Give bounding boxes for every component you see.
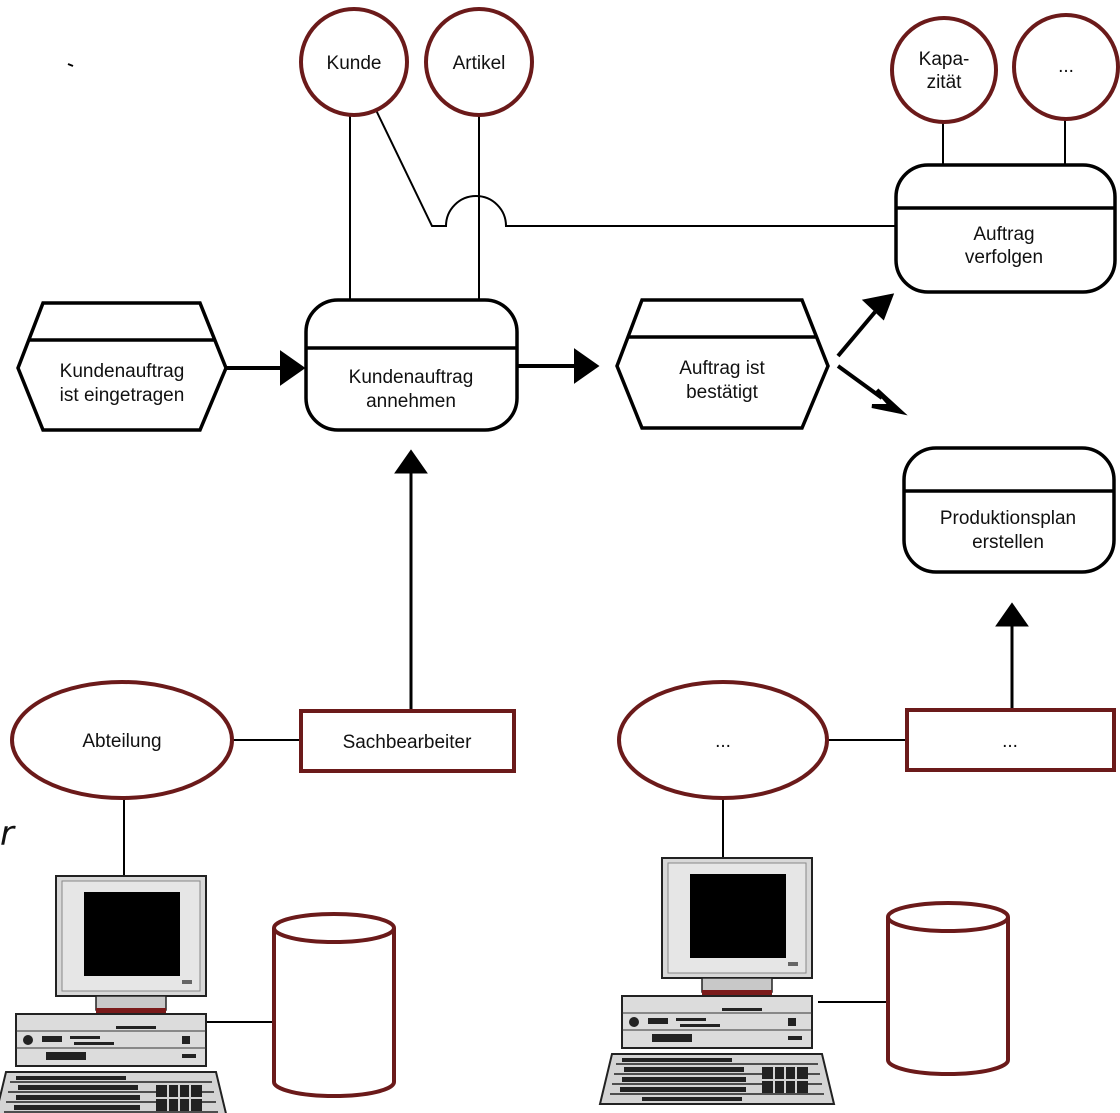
link-kunde-verfolgen — [374, 107, 896, 227]
info-object-more — [1012, 13, 1120, 121]
label-info-more: ... — [1058, 56, 1074, 77]
arrow-sachbearbeiter-to-annehmen — [394, 449, 428, 474]
org-unit-more — [617, 680, 829, 800]
label-function-1-line1: Kundenauftrag — [349, 367, 474, 388]
arrow-to-produktionsplan — [871, 388, 908, 416]
computer-workstation-icon — [0, 875, 229, 1113]
label-org-unit-more: ... — [715, 731, 731, 752]
database-cylinder-icon — [886, 901, 1010, 1076]
stray-dash — [67, 63, 74, 67]
label-function-1-line2: annehmen — [366, 391, 456, 412]
label-event-2-line1: Auftrag ist — [679, 358, 765, 379]
label-kunde: Kunde — [327, 53, 382, 74]
computer-workstation-icon — [599, 857, 835, 1105]
function-produktionsplan-erstellen — [902, 446, 1116, 574]
label-role-more: ... — [1002, 731, 1018, 752]
info-object-kapazitaet — [890, 16, 998, 124]
info-object-artikel — [424, 7, 534, 117]
label-event-2-line2: bestätigt — [686, 382, 759, 403]
arrow-function-to-event — [574, 348, 600, 384]
label-function-2-line1: Auftrag — [973, 224, 1034, 245]
control-flow — [226, 293, 908, 416]
org-unit-abteilung — [10, 680, 234, 800]
event-kundenauftrag-eingetragen — [16, 301, 228, 432]
event-auftrag-bestaetigt — [615, 298, 830, 430]
role-more — [905, 708, 1116, 772]
stray-letter: r — [0, 814, 16, 854]
label-event-1-line1: Kundenauftrag — [60, 361, 185, 382]
function-auftrag-verfolgen — [894, 163, 1117, 294]
label-event-1-line2: ist eingetragen — [60, 385, 185, 406]
arrow-to-auftrag-verfolgen — [861, 293, 895, 321]
database-cylinder-icon — [272, 912, 396, 1098]
info-object-kunde — [299, 7, 409, 117]
function-kundenauftrag-annehmen — [304, 298, 519, 432]
label-sachbearbeiter: Sachbearbeiter — [343, 732, 473, 753]
label-artikel: Artikel — [453, 53, 506, 74]
assignment-arrows — [394, 449, 1029, 710]
label-kapazitaet-line2: zität — [927, 72, 963, 93]
arrow-role-to-produktionsplan — [995, 602, 1029, 627]
label-abteilung: Abteilung — [82, 731, 161, 752]
label-function-2-line2: verfolgen — [965, 247, 1043, 268]
label-function-3-line1: Produktionsplan — [940, 508, 1076, 529]
arrow-event-to-function — [280, 350, 306, 386]
role-sachbearbeiter — [299, 709, 516, 773]
label-function-3-line2: erstellen — [972, 532, 1044, 553]
label-kapazitaet-line1: Kapa- — [919, 49, 970, 70]
